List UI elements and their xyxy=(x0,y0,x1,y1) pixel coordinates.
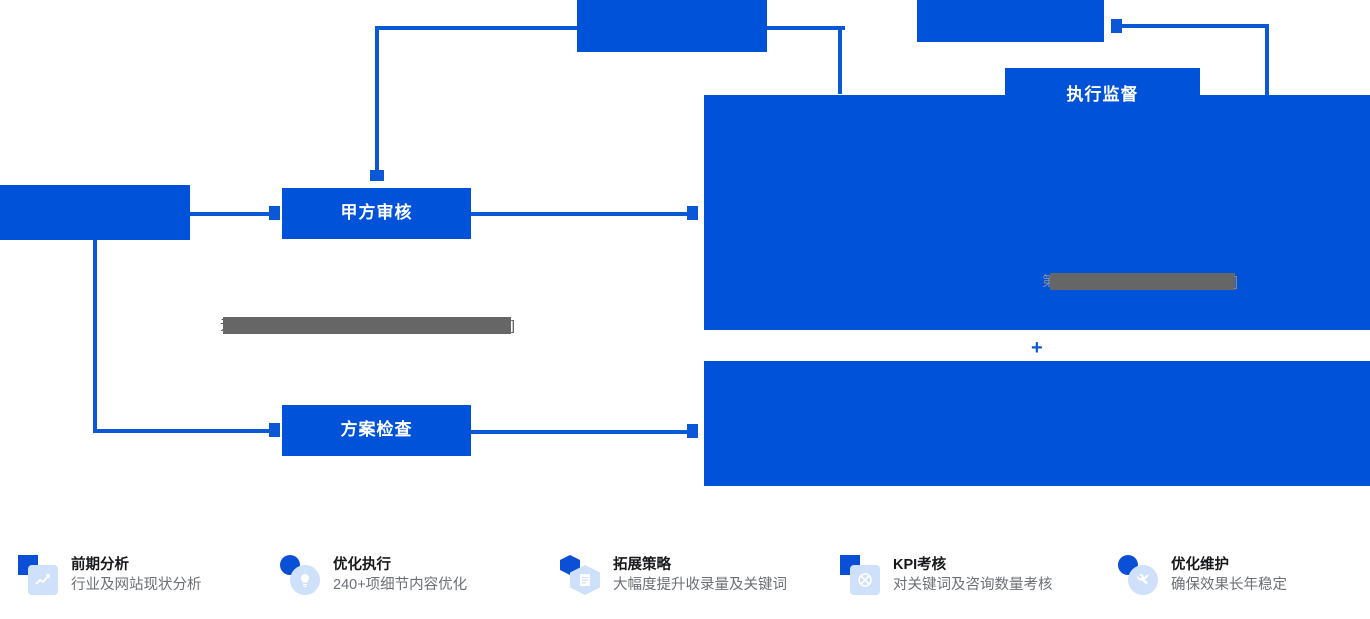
target-kpi-icon-plate xyxy=(850,565,880,595)
redacted-note-right-trail: ] xyxy=(1234,273,1238,289)
connector-left-branch-down xyxy=(93,240,97,432)
redacted-note-right: 第 ] xyxy=(1042,273,1242,291)
connector-left-to-review xyxy=(190,212,278,216)
feature-text-4: 优化维护 确保效果长年稳定 xyxy=(1171,557,1287,593)
panel-right-upper[interactable] xyxy=(704,95,1370,330)
node-execution-supervision[interactable]: 执行监督 xyxy=(1005,68,1200,122)
redacted-note-right-bar xyxy=(1050,273,1235,290)
feature-desc-1: 240+项细节内容优化 xyxy=(333,576,468,593)
strategy-hexagon-icon-plate xyxy=(570,565,600,595)
chart-line-glyph xyxy=(35,574,50,585)
feature-strip: 前期分析 行业及网站现状分析 优化执行 240+项细节内容优化 xyxy=(0,531,1370,619)
expand-plus-icon[interactable]: + xyxy=(1031,337,1043,359)
feature-title-2: 拓展策略 xyxy=(613,556,671,573)
feature-item-0[interactable]: 前期分析 行业及网站现状分析 xyxy=(18,555,280,595)
connector-left-branch-to-check xyxy=(93,429,278,433)
panel-right-lower[interactable] xyxy=(704,361,1370,486)
wrench-screwdriver-glyph xyxy=(1137,574,1149,585)
arrowhead-review-to-panel xyxy=(687,206,698,220)
node-left-entry[interactable] xyxy=(0,185,190,240)
wrench-maintenance-icon xyxy=(1118,555,1158,595)
feature-item-1[interactable]: 优化执行 240+项细节内容优化 xyxy=(280,555,560,595)
node-party-a-review[interactable]: 甲方审核 xyxy=(282,188,471,239)
node-top-center[interactable] xyxy=(577,0,767,52)
arrowhead-to-top-right-node xyxy=(1111,19,1122,33)
feature-item-2[interactable]: 拓展策略 大幅度提升收录量及关键词 xyxy=(560,555,840,595)
feature-text-0: 前期分析 行业及网站现状分析 xyxy=(71,557,202,593)
redacted-note-left-trail: ] xyxy=(511,317,515,333)
feature-desc-4: 确保效果长年稳定 xyxy=(1171,576,1287,593)
feature-item-3[interactable]: KPI考核 对关键词及咨询数量考核 xyxy=(840,555,1118,595)
document-stack-glyph xyxy=(580,574,590,586)
arrowhead-to-plan-check xyxy=(269,423,280,437)
feature-text-3: KPI考核 对关键词及咨询数量考核 xyxy=(893,557,1053,593)
chart-analysis-icon-plate xyxy=(28,565,58,595)
node-plan-check[interactable]: 方案检查 xyxy=(282,405,471,456)
arrowhead-to-party-a-review xyxy=(370,170,384,181)
connector-top-center-down xyxy=(375,26,379,176)
feature-desc-0: 行业及网站现状分析 xyxy=(71,576,202,593)
node-top-right[interactable] xyxy=(917,0,1104,42)
connector-check-to-panel xyxy=(471,430,693,434)
arrowhead-left-to-review xyxy=(269,206,280,220)
arrowhead-check-to-panel xyxy=(687,424,698,438)
feature-text-2: 拓展策略 大幅度提升收录量及关键词 xyxy=(613,557,787,593)
target-kpi-icon xyxy=(840,555,880,595)
wrench-maintenance-icon-plate xyxy=(1128,565,1158,595)
target-crosshair-glyph xyxy=(858,573,872,587)
lightbulb-icon-plate xyxy=(290,565,320,595)
feature-desc-2: 大幅度提升收录量及关键词 xyxy=(613,576,787,593)
connector-mid-vertical xyxy=(838,26,842,94)
flow-diagram: 甲方审核 方案检查 执行监督 + 无 ] 第 ] xyxy=(0,0,1370,486)
lightbulb-icon xyxy=(280,555,320,595)
redacted-note-left: 无 ] xyxy=(220,317,520,335)
connector-right-top-horizontal xyxy=(1120,24,1268,28)
feature-title-3: KPI考核 xyxy=(893,556,947,573)
feature-title-0: 前期分析 xyxy=(71,556,129,573)
strategy-hexagon-icon xyxy=(560,555,600,595)
lightbulb-glyph xyxy=(301,574,309,588)
connector-right-vertical xyxy=(1265,24,1269,96)
feature-title-4: 优化维护 xyxy=(1171,556,1229,573)
connector-review-to-panel xyxy=(471,212,693,216)
chart-analysis-icon xyxy=(18,555,58,595)
feature-title-1: 优化执行 xyxy=(333,556,391,573)
feature-item-4[interactable]: 优化维护 确保效果长年稳定 xyxy=(1118,555,1368,595)
feature-desc-3: 对关键词及咨询数量考核 xyxy=(893,576,1053,593)
feature-text-1: 优化执行 240+项细节内容优化 xyxy=(333,557,467,593)
redacted-note-left-bar xyxy=(223,317,511,334)
